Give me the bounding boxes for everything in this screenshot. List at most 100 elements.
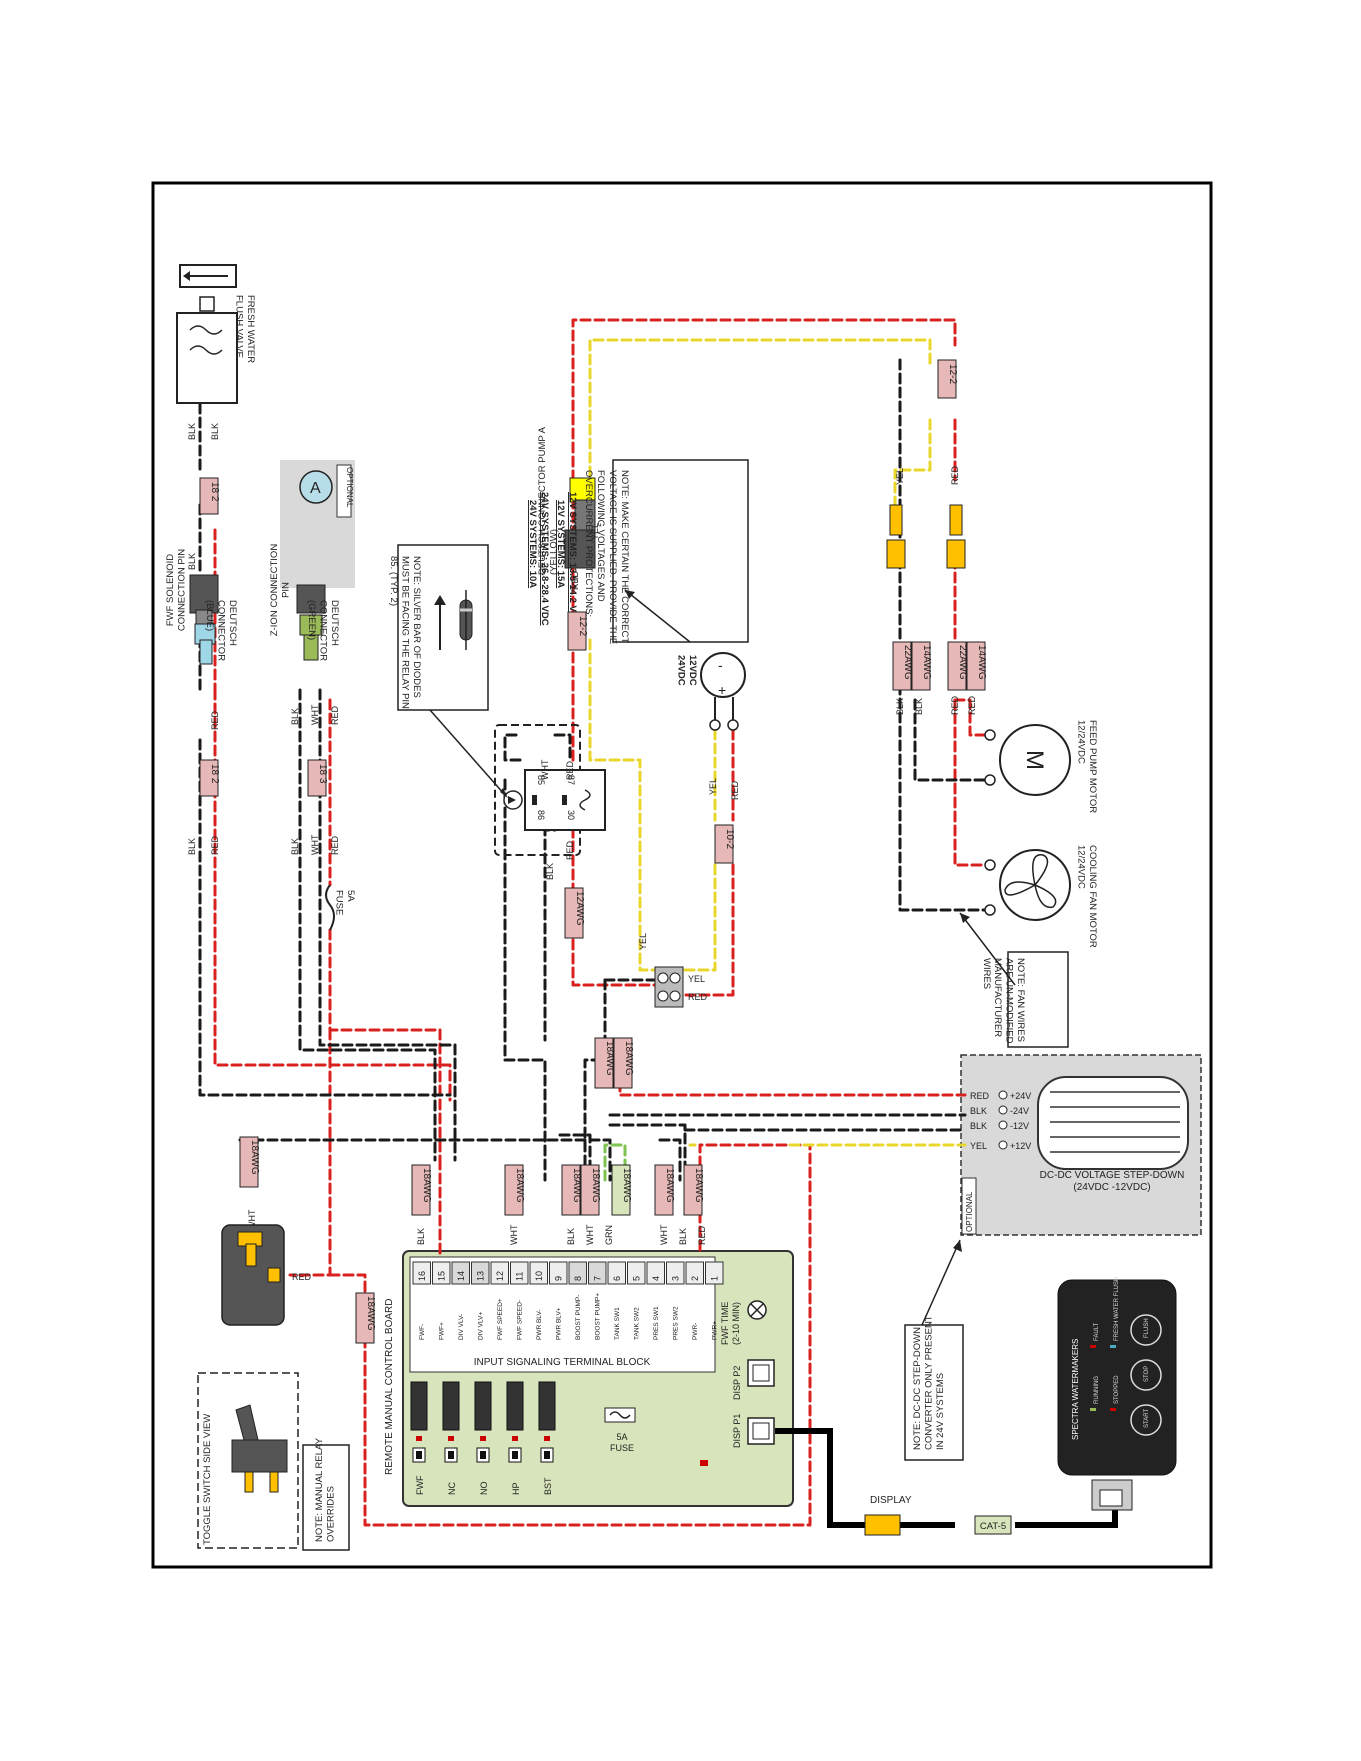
fwf-solenoid-connector: FWF SOLENOIDCONNECTION PIN DEUTSCHCONNEC… (165, 549, 238, 665)
panel-button-start[interactable]: START (1130, 1404, 1162, 1436)
relay-switch-nc[interactable]: NC (442, 1381, 460, 1495)
svg-text:-12V: -12V (1010, 1121, 1029, 1131)
panel-button-stop[interactable]: STOP (1130, 1359, 1162, 1391)
svg-text:18AWG: 18AWG (249, 1140, 260, 1175)
battery-minus: - (718, 657, 723, 673)
svg-text:BLK: BLK (187, 838, 197, 855)
svg-text:-24V: -24V (1010, 1106, 1029, 1116)
svg-text:+24V: +24V (1010, 1091, 1031, 1101)
board-switches: FWF NC NO HP BST (410, 1381, 556, 1496)
tag-18awg-left: 18AWG (239, 1136, 260, 1188)
tag-14awg-blk: 14AWG (911, 641, 932, 691)
junction-terminal (654, 966, 684, 1008)
svg-text:18 2: 18 2 (209, 482, 220, 502)
relay-switch-no[interactable]: NO (474, 1381, 492, 1496)
svg-text:BLK: BLK (545, 863, 555, 880)
feed-pump-motor: M FEED PUMP MOTOR12/24VDC (984, 720, 1098, 813)
tag-18awg-board-16: 18AWG (411, 1164, 432, 1216)
tag-18-2-mid: 18 2 (199, 759, 220, 797)
terminal-name: FWF+ (439, 1322, 446, 1340)
relay-pin-85: 85 (536, 775, 546, 785)
svg-text:WHT: WHT (247, 1209, 257, 1230)
svg-text:RED: RED (967, 695, 977, 715)
svg-text:18AWG: 18AWG (604, 1041, 615, 1076)
cat5-label: CAT-5 (980, 1521, 1006, 1532)
tag-18awg-board-5: 18AWG (611, 1164, 632, 1216)
relay-switch-fwf[interactable]: FWF (410, 1381, 428, 1495)
tag-18awg-junction-a: 18AWG (594, 1037, 615, 1089)
svg-text:BLK: BLK (210, 423, 220, 440)
tag-10-2: 10-2 (714, 824, 735, 864)
svg-text:RED: RED (565, 760, 575, 780)
terminal-number: 14 (456, 1271, 466, 1281)
dcdc-term-3: YEL+12V (970, 1140, 1031, 1151)
terminal-number: 11 (515, 1272, 525, 1281)
terminal-name: TANK SW2 (634, 1307, 641, 1340)
board-label: REMOTE MANUAL CONTROL BOARD (384, 1299, 395, 1476)
svg-text:RED: RED (565, 840, 575, 860)
tag-18awg-junction-b: 18AWG (613, 1037, 634, 1089)
svg-text:10-2: 10-2 (724, 829, 735, 849)
svg-text:RED: RED (970, 1091, 990, 1101)
note-dcdc: NOTE: DC-DC STEP-DOWNCONVERTER ONLY PRES… (904, 1239, 964, 1461)
relay: 85 87 86 30 (494, 724, 606, 856)
svg-text:RED: RED (950, 465, 960, 485)
terminal-number: 15 (437, 1271, 447, 1281)
display-label: DISPLAY (870, 1495, 912, 1506)
svg-text:GRN: GRN (604, 1225, 614, 1245)
svg-text:START: START (1144, 1409, 1150, 1428)
tag-12-2-pump: 12-2 (567, 611, 588, 651)
fresh-water-flush-valve: FRESH WATERFLUSH VALVE (176, 264, 256, 404)
svg-text:18AWG: 18AWG (621, 1168, 632, 1203)
fwf-solenoid-label: FWF SOLENOIDCONNECTION PIN (165, 549, 187, 631)
svg-text:RED: RED (210, 835, 220, 855)
svg-text:RUNNING: RUNNING (1094, 1376, 1100, 1404)
fwf-time-knob[interactable]: FWF TIME(2-10 MIN) (720, 1300, 767, 1345)
relay-switch-label: BST (543, 1477, 553, 1495)
terminal-name: BOOST PUMP- (575, 1295, 582, 1340)
terminal-name: DIV VLV- (458, 1314, 465, 1340)
svg-text:STOP: STOP (1144, 1366, 1150, 1382)
svg-text:YEL: YEL (590, 523, 600, 540)
panel-button-flush[interactable]: FLUSH (1130, 1314, 1162, 1346)
terminal-name: PWR BLV- (536, 1309, 543, 1340)
svg-text:FLUSH: FLUSH (1144, 1318, 1150, 1338)
spectra-control-panel: SPECTRA WATERMAKERS RUNNING STOPPED FAUL… (1057, 1277, 1177, 1511)
note-fan: NOTE: FAN WIRESARE UN-MODIFIEDMANUFACTUR… (959, 912, 1069, 1048)
svg-text:WHT: WHT (659, 1224, 669, 1245)
svg-text:BLK: BLK (970, 1106, 987, 1116)
terminal-number: 4 (651, 1276, 661, 1281)
dcdc-term-1: BLK -24V (970, 1105, 1029, 1116)
terminal-name: DIV VLV+ (478, 1312, 485, 1340)
terminal-number: 8 (573, 1276, 583, 1281)
relay-switch-label: HP (511, 1482, 521, 1495)
svg-text:14AWG: 14AWG (921, 645, 932, 680)
tag-18-2-top: 18 2 (199, 477, 220, 515)
relay-switch-bst[interactable]: BST (538, 1381, 556, 1495)
svg-text:18AWG: 18AWG (664, 1168, 675, 1203)
note-voltage-text: NOTE: MAKE CERTAIN THE CORRECT VOLTAGE I… (527, 470, 630, 647)
svg-text:STOPPED: STOPPED (1114, 1375, 1120, 1404)
deutsch-green-label: DEUTSCHCONNECTOR(GREEN) (306, 600, 340, 661)
svg-text:YEL: YEL (895, 468, 905, 485)
svg-text:YEL: YEL (638, 933, 648, 950)
relay-pin-87: 87 (566, 775, 576, 785)
svg-text:RED: RED (697, 1225, 707, 1245)
relay-switch-hp[interactable]: HP (506, 1381, 524, 1495)
svg-text:YEL: YEL (708, 778, 718, 795)
toggle-switch-top (221, 1224, 285, 1326)
svg-text:BLK: BLK (914, 698, 924, 715)
toggle-side-view-label: TOGGLE SWITCH SIDE VIEW (202, 1414, 213, 1545)
svg-text:18AWG: 18AWG (590, 1168, 601, 1203)
relay-switch-label: NO (479, 1482, 489, 1496)
terminal-name: PWR+ (712, 1321, 719, 1340)
fwf-time-label: FWF TIME(2-10 MIN) (720, 1302, 741, 1345)
